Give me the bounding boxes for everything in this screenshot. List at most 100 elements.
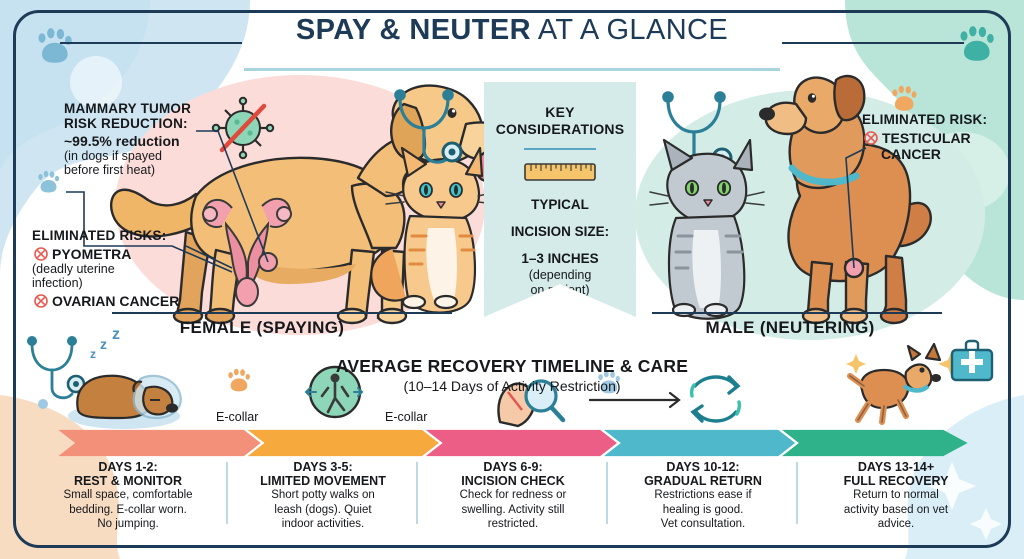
paw-print-icon: [38, 28, 72, 63]
title-light-part: AT A GLANCE: [530, 14, 729, 46]
eliminated-risks-heading: ELIMINATED RISKS:: [32, 228, 167, 243]
title-rule-right: [782, 42, 964, 44]
sparkle-icon: [970, 508, 1002, 540]
male-cat-illustration: [649, 138, 765, 320]
step-4-desc-1: Restrictions ease if: [654, 489, 752, 501]
female-cat-illustration: [370, 146, 497, 314]
timeline-steps: DAYS 1-2: REST & MONITOR Small space, co…: [0, 460, 1024, 550]
pyometra-note-line1: (deadly uterine: [32, 262, 115, 276]
step-3-name: INCISION CHECK: [461, 474, 565, 488]
step-5-desc-1: Return to normal: [853, 489, 939, 501]
timeline-title: AVERAGE RECOVERY TIMELINE & CARE: [335, 356, 689, 376]
timeline-step-3: DAYS 6-9: INCISION CHECK Check for redne…: [426, 460, 600, 532]
key-considerations-panel: KEY CONSIDERATIONS TYPICAL INCISION SIZE…: [484, 82, 636, 317]
sparkle-icon: [928, 462, 976, 510]
incision-head-line3: 1–3 INCHES: [521, 251, 599, 266]
incision-head-line2: INCISION SIZE:: [510, 224, 610, 239]
step-2-desc-3: indoor activities.: [281, 518, 365, 530]
risk-name-ovarian-cancer: OVARIAN CANCER: [52, 293, 180, 309]
chevron-step-5: [782, 429, 968, 457]
step-1-desc-3: No jumping.: [97, 518, 159, 530]
incision-check-icon: [497, 379, 566, 428]
step-4-name: GRADUAL RETURN: [644, 474, 762, 488]
blob-circle-tl: [70, 56, 122, 108]
timeline-subtitle: (10–14 Days of Activity Restriction): [403, 378, 621, 394]
risk-item-ovarian-cancer: OVARIAN CANCER: [34, 293, 202, 309]
step-4-desc-2: healing is good.: [662, 503, 744, 516]
chevron-segments: [58, 429, 968, 457]
title-bold-part: SPAY & NEUTER: [295, 14, 531, 46]
step-1-desc-2: bedding. E-collar worn.: [69, 503, 187, 516]
chevron-step-4: [603, 429, 796, 457]
step-separator: [416, 462, 418, 524]
female-caption-rule: [112, 312, 452, 314]
paw-print-icon: [38, 170, 60, 193]
timeline-step-1: DAYS 1-2: REST & MONITOR Small space, co…: [38, 460, 218, 532]
pyometra-note-line2: infection): [32, 276, 83, 290]
limited-movement-icon: [304, 365, 364, 419]
timeline-step-5: DAYS 13-14+ FULL RECOVERY Return to norm…: [806, 460, 986, 532]
callout-leader-lines: [66, 130, 867, 273]
step-2-desc-2: leash (dogs). Quiet: [274, 503, 372, 516]
chevron-step-1: [58, 429, 261, 457]
uterus-anatomy-illustration: [202, 197, 292, 307]
step-5-days: DAYS 13-14+: [857, 460, 935, 474]
step-2-name: LIMITED MOVEMENT: [260, 474, 386, 488]
chevron-step-2: [247, 429, 439, 457]
svg-text:z: z: [90, 347, 96, 361]
mammary-note-line2: before first heat): [64, 163, 156, 177]
risk-name-testicular-line1: TESTICULAR: [882, 130, 971, 146]
virus-blocked-icon: [211, 96, 275, 160]
page-title: SPAY & NEUTER AT A GLANCE: [0, 14, 1024, 47]
risk-item-pyometra: PYOMETRA: [34, 246, 202, 262]
ecollar-label-2: E-collar: [385, 410, 428, 424]
kc-divider: [524, 148, 596, 150]
kc-title-line2: CONSIDERATIONS: [495, 121, 625, 137]
x-circle-icon: [34, 247, 48, 261]
mammary-value: ~99.5% reduction: [64, 133, 180, 149]
callout-eliminated-risks-female: ELIMINATED RISKS: PYOMETRA (deadly uteri…: [32, 228, 202, 309]
paw-print-icon: [598, 370, 620, 394]
step-4-days: DAYS 10-12:: [666, 460, 740, 474]
step-3-days: DAYS 6-9:: [483, 460, 543, 474]
dot-decoration: [38, 399, 48, 409]
first-aid-kit-icon: [950, 339, 994, 382]
female-section-caption: FEMALE (SPAYING): [179, 318, 345, 337]
step-1-days: DAYS 1-2:: [98, 460, 158, 474]
stethoscope-icon: [394, 89, 463, 164]
step-4-desc-3: Vet consultation.: [660, 518, 746, 530]
ecollar-label-1: E-collar: [216, 410, 259, 424]
eliminated-risk-heading: ELIMINATED RISK:: [862, 112, 988, 127]
incision-sub-line1: (depending: [528, 268, 592, 282]
timeline-step-4: DAYS 10-12: GRADUAL RETURN Restrictions …: [616, 460, 790, 532]
step-5-desc-3: advice.: [877, 518, 915, 530]
ruler-icon: [484, 163, 636, 186]
paw-print-icon: [960, 26, 994, 61]
step-3-desc-1: Check for redness or: [459, 489, 567, 501]
kc-title-line1: KEY: [545, 104, 575, 120]
title-rule-left: [60, 42, 242, 44]
male-caption-rule: [652, 312, 942, 314]
timeline-icons-row: z z z: [26, 330, 994, 429]
x-circle-icon: [34, 294, 48, 308]
risk-item-testicular-cancer: TESTICULAR: [864, 130, 1012, 146]
x-circle-icon: [864, 131, 878, 145]
step-3-desc-3: restricted.: [487, 518, 539, 530]
step-3-desc-2: swelling. Activity still: [461, 503, 565, 516]
stethoscope-icon: [26, 336, 86, 400]
blob-bottom-right: [905, 395, 1024, 559]
step-separator: [606, 462, 608, 524]
paw-print-icon: [892, 85, 917, 111]
chevron-step-3: [425, 429, 617, 457]
incision-head-line1: TYPICAL: [531, 197, 589, 212]
step-separator: [796, 462, 798, 524]
callout-eliminated-risk-male: ELIMINATED RISK: TESTICULAR CANCER: [862, 112, 1012, 162]
risk-name-testicular-line2: CANCER: [881, 146, 941, 162]
key-considerations-title: KEY CONSIDERATIONS: [484, 104, 636, 138]
male-section-caption: MALE (NEUTERING): [705, 318, 875, 337]
step-1-desc-1: Small space, comfortable: [63, 489, 193, 501]
timeline-header: AVERAGE RECOVERY TIMELINE & CARE (10–14 …: [0, 356, 1024, 394]
step-5-name: FULL RECOVERY: [843, 474, 949, 488]
